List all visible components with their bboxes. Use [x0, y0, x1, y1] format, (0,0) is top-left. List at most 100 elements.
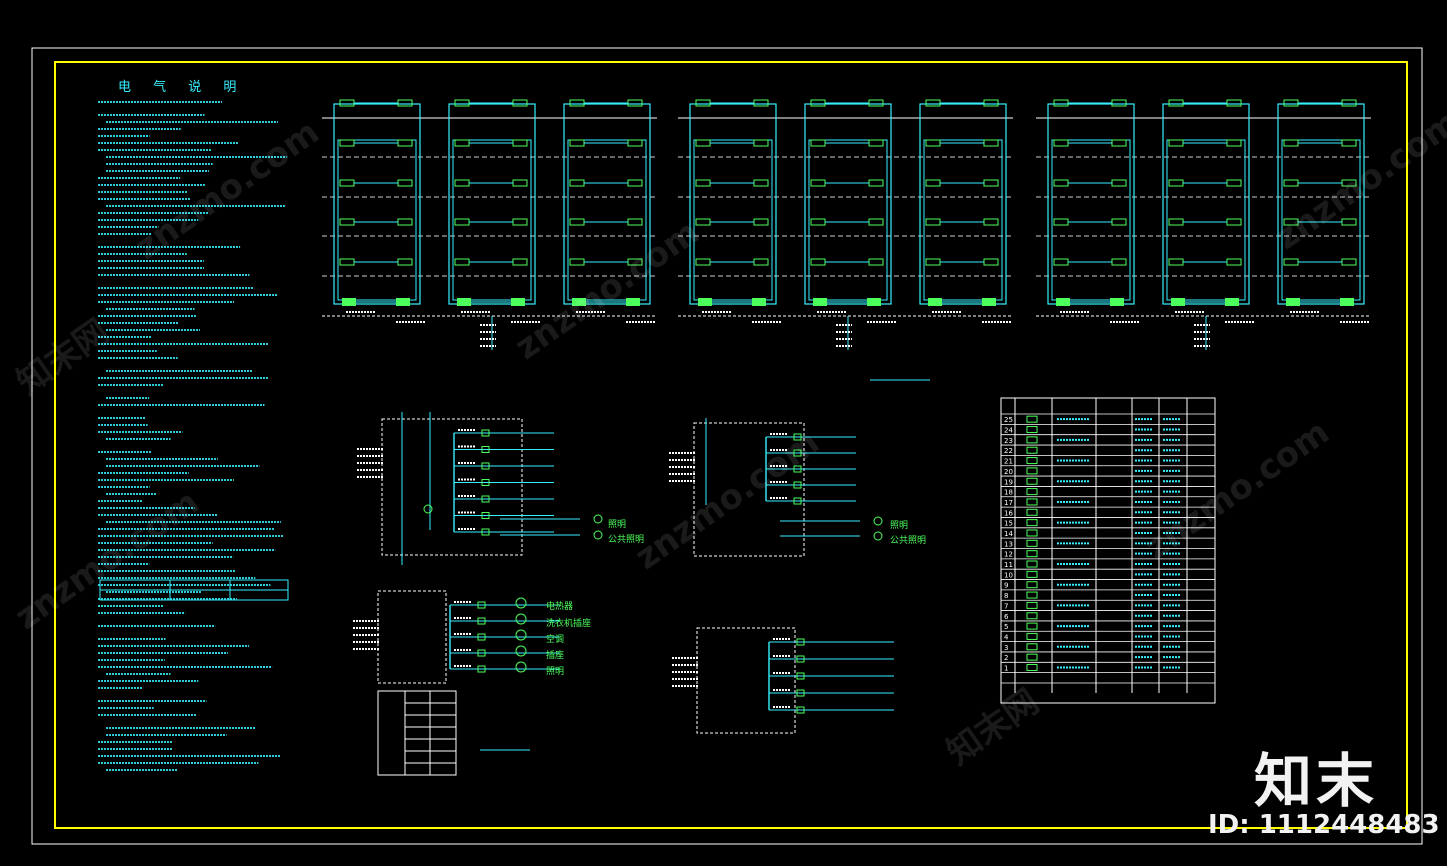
meter-box [695, 99, 711, 107]
meter-box [925, 179, 941, 187]
distribution-box [1225, 298, 1239, 306]
meter-box [397, 99, 413, 107]
legend-row-number: 7 [1004, 602, 1008, 610]
riser-box [1277, 103, 1365, 305]
distribution-box [342, 298, 356, 306]
panel-a-label-2: 公共照明 [608, 535, 645, 545]
meter-box [397, 139, 413, 147]
legend-row-number: 5 [1004, 623, 1008, 631]
meter-box [569, 179, 585, 187]
meter-box [983, 139, 999, 147]
meter-box [753, 179, 769, 187]
legend-symbol [1026, 436, 1038, 444]
image-id: ID: 1112448483 [1208, 810, 1440, 840]
riser-inner [923, 139, 1003, 301]
panel-enclosure [696, 627, 796, 734]
riser-box [689, 103, 777, 305]
distribution-box [396, 298, 410, 306]
breaker [481, 462, 490, 470]
riser-inner [1281, 139, 1361, 301]
meter-box [1283, 139, 1299, 147]
meter-box [1341, 139, 1357, 147]
legend-symbol [1026, 539, 1038, 547]
outer-frame [31, 47, 1423, 845]
ground-symbol [423, 504, 433, 514]
meter-box [627, 179, 643, 187]
panel-b-label-1: 照明 [890, 521, 909, 531]
distribution-box [457, 298, 471, 306]
meter-box [512, 179, 528, 187]
meter-box [1226, 99, 1242, 107]
meter-box [868, 218, 884, 226]
legend-row-number: 19 [1004, 478, 1013, 486]
meter-box [810, 179, 826, 187]
meter-box [925, 99, 941, 107]
distribution-box [1110, 298, 1124, 306]
meter-box [1226, 139, 1242, 147]
meter-box [454, 179, 470, 187]
riser-inner [1166, 139, 1246, 301]
meter-box [810, 218, 826, 226]
meter-box [1226, 179, 1242, 187]
legend-row-number: 10 [1004, 571, 1013, 579]
legend-symbol [1026, 467, 1038, 475]
breaker [477, 665, 486, 673]
legend-row-number: 8 [1004, 592, 1008, 600]
legend-row-number: 15 [1004, 520, 1013, 528]
riser-box [333, 103, 421, 305]
distribution-box [982, 298, 996, 306]
riser-inner [693, 139, 773, 301]
legend-symbol [1026, 653, 1038, 661]
legend-row-number: 9 [1004, 582, 1008, 590]
legend-symbol [1026, 591, 1038, 599]
riser-inner [1051, 139, 1131, 301]
panel-c-label-5: 照明 [546, 667, 565, 677]
panel-c-label-1: 电热器 [546, 602, 574, 612]
brand-logo: 知末 [1254, 747, 1379, 815]
breaker [477, 617, 486, 625]
distribution-box [752, 298, 766, 306]
distribution-box [1286, 298, 1300, 306]
meter-box [753, 258, 769, 266]
legend-symbol [1026, 663, 1038, 671]
breaker [481, 446, 490, 453]
distribution-box [813, 298, 827, 306]
distribution-box [698, 298, 712, 306]
legend-symbol [1026, 477, 1038, 485]
meter-box [1053, 258, 1069, 266]
legend-row-number: 25 [1004, 416, 1013, 424]
meter-box [569, 99, 585, 107]
legend-row-number: 16 [1004, 509, 1013, 517]
meter-box [512, 258, 528, 266]
meter-box [695, 179, 711, 187]
breaker [477, 633, 486, 641]
legend-row-number: 6 [1004, 613, 1009, 621]
breaker [481, 495, 490, 503]
meter-box [569, 258, 585, 266]
meter-box [339, 218, 355, 226]
meter-box [1168, 139, 1184, 147]
meter-box [1053, 179, 1069, 187]
legend-row-number: 22 [1004, 447, 1013, 455]
breaker [477, 601, 486, 609]
meter-box [1168, 218, 1184, 226]
load-circle [515, 661, 527, 673]
meter-circle [873, 531, 883, 541]
legend-row-number: 13 [1004, 540, 1013, 548]
meter-box [1111, 99, 1127, 107]
riser-inner [567, 139, 647, 301]
legend-symbol [1026, 570, 1038, 578]
legend-row-number: 12 [1004, 551, 1013, 559]
distribution-box [511, 298, 525, 306]
distribution-box [867, 298, 881, 306]
panel-a-label-1: 照明 [608, 520, 627, 530]
breaker [796, 689, 805, 697]
meter-box [1111, 179, 1127, 187]
panel-c-label-2: 洗衣机插座 [546, 619, 592, 629]
meter-box [1111, 258, 1127, 266]
load-circle [515, 629, 527, 641]
panel-enclosure [377, 590, 447, 684]
breaker [793, 497, 802, 505]
meter-box [1226, 218, 1242, 226]
legend-symbol [1026, 550, 1038, 558]
